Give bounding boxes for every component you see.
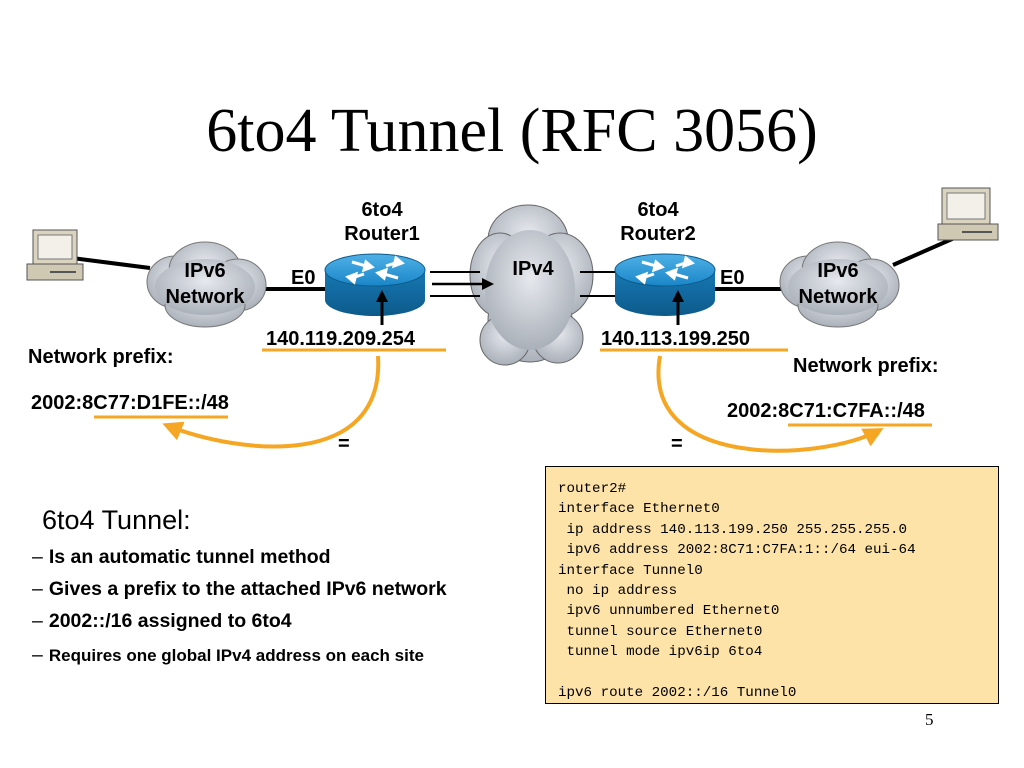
left-mapping-arrow <box>162 355 381 449</box>
left-cloud-label-line2: Network <box>165 286 245 308</box>
config-line: tunnel mode ipv6ip 6to4 <box>558 644 763 661</box>
router2-icon[interactable] <box>614 253 716 316</box>
left-pc-icon[interactable] <box>26 229 84 281</box>
left-cloud-label: IPv6 Network <box>150 258 260 310</box>
page-number: 5 <box>925 710 934 729</box>
tunnel-bullet-text: Is an automatic tunnel method <box>48 546 331 568</box>
router1-label: 6to4 Router1 <box>334 198 430 246</box>
left-cloud-label-line1: IPv6 <box>184 260 226 282</box>
tunnel-bullet: –Gives a prefix to the attached IPv6 net… <box>32 578 447 600</box>
router2-label-line2: Router2 <box>620 223 696 245</box>
tunnel-bullet-text: Requires one global IPv4 address on each… <box>48 646 424 665</box>
tunnel-bullet: –2002::/16 assigned to 6to4 <box>32 610 292 632</box>
left-equals-sign: = <box>338 433 350 455</box>
router2-address-arrow <box>672 290 684 325</box>
config-line: interface Ethernet0 <box>558 501 720 518</box>
left-ipv6-cloud <box>146 241 267 328</box>
config-line: tunnel source Ethernet0 <box>558 623 763 640</box>
router-config-box: router2# interface Ethernet0 ip address … <box>545 466 999 704</box>
right-cloud-label-line1: IPv6 <box>817 260 859 282</box>
left-pc-link <box>71 256 151 270</box>
config-line: ipv6 route 2002::/16 Tunnel0 <box>558 685 797 702</box>
router2-label: 6to4 Router2 <box>606 198 710 246</box>
right-mapping-arrow <box>656 355 884 453</box>
config-line: ip address 140.113.199.250 255.255.255.0 <box>558 521 908 538</box>
right-equals-sign: = <box>671 433 683 455</box>
left-prefix-value: 2002:8C77:D1FE::/48 <box>31 392 229 414</box>
slide-title: 6to4 Tunnel (RFC 3056) <box>206 97 818 165</box>
tunnel-heading: 6to4 Tunnel: <box>42 505 191 535</box>
config-line: no ip address <box>558 583 678 600</box>
right-cloud-label-line2: Network <box>798 286 878 308</box>
right-prefix-label: Network prefix: <box>793 355 939 377</box>
right-cloud-label: IPv6 Network <box>783 258 893 310</box>
tunnel-bullet: –Is an automatic tunnel method <box>32 546 331 568</box>
right-pc-icon[interactable] <box>937 187 999 241</box>
config-line: router2# <box>558 481 627 497</box>
tunnel-bullet: –Requires one global IPv4 address on eac… <box>32 644 424 666</box>
router1-interface-label: E0 <box>291 267 316 289</box>
right-prefix-value: 2002:8C71:C7FA::/48 <box>727 400 925 422</box>
tunnel-bullet-list: –Is an automatic tunnel method –Gives a … <box>32 546 447 674</box>
right-ipv6-cloud <box>779 241 900 328</box>
router2-interface-label: E0 <box>720 267 745 289</box>
left-prefix-label: Network prefix: <box>28 346 174 368</box>
tunnel-bullet-text: 2002::/16 assigned to 6to4 <box>48 610 292 632</box>
router2-ipv4-address: 140.113.199.250 <box>601 328 751 350</box>
config-line: interface Tunnel0 <box>558 562 703 579</box>
router1-ipv4-address: 140.119.209.254 <box>266 328 416 350</box>
ipv4-cloud-label: IPv4 <box>512 258 554 280</box>
router2-label-line1: 6to4 <box>637 199 679 221</box>
router1-label-line1: 6to4 <box>361 199 403 221</box>
ipv4-cloud <box>469 204 594 366</box>
config-line: ipv6 unnumbered Ethernet0 <box>558 603 780 620</box>
router1-address-arrow <box>376 290 388 325</box>
config-line: ipv6 address 2002:8C71:C7FA:1::/64 eui-6… <box>558 542 916 559</box>
router1-label-line2: Router1 <box>344 223 420 245</box>
router-config-text: router2# interface Ethernet0 ip address … <box>558 479 998 703</box>
router1-icon[interactable] <box>324 253 426 316</box>
tunnel-arrow-head <box>482 278 494 290</box>
tunnel-bullet-text: Gives a prefix to the attached IPv6 netw… <box>48 578 447 600</box>
